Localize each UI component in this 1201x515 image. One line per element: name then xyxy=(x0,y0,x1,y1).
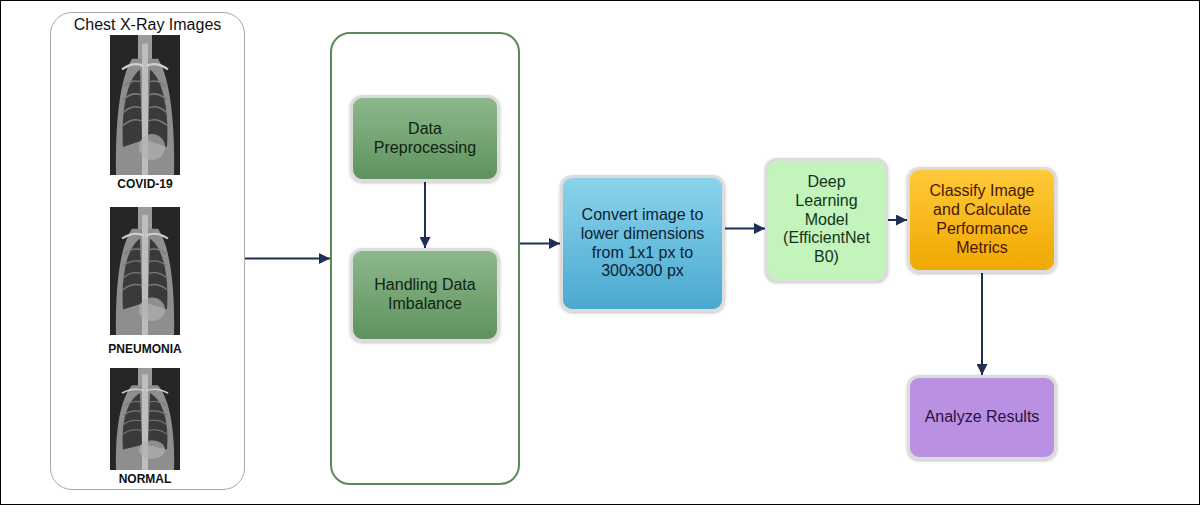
pneumonia-xray xyxy=(110,207,180,335)
flow-arrow xyxy=(888,219,907,221)
flow-arrow xyxy=(725,228,765,230)
image-label: NORMAL xyxy=(119,473,172,487)
normal-xray xyxy=(110,368,180,470)
process-box: Classify Image and Calculate Performance… xyxy=(907,167,1057,273)
image-label: COVID-19 xyxy=(117,178,172,192)
preprocess-group: Data PreprocessingHandling Data Imbalanc… xyxy=(330,32,520,485)
image-label: PNEUMONIA xyxy=(108,343,181,357)
box-label: Handling Data Imbalance xyxy=(361,276,489,314)
panel-title: Chest X-Ray Images xyxy=(74,16,222,35)
model-box: Deep Learning Model (EfficientNet B0) xyxy=(765,158,888,282)
flow-arrow xyxy=(981,273,983,375)
image-panel: Chest X-Ray Images xyxy=(50,12,245,490)
process-box: Handling Data Imbalance xyxy=(350,248,500,342)
result-box: Analyze Results xyxy=(907,375,1057,460)
box-label: Classify Image and Calculate Performance… xyxy=(918,182,1046,258)
flow-arrow xyxy=(245,258,330,260)
box-label: Convert image to lower dimensions from 1… xyxy=(571,206,714,282)
box-label: Data Preprocessing xyxy=(361,120,489,158)
flow-arrow xyxy=(424,182,426,248)
frame xyxy=(1,1,1200,505)
flow-arrow xyxy=(520,243,560,245)
process-box: Convert image to lower dimensions from 1… xyxy=(560,175,725,312)
box-label: Analyze Results xyxy=(925,408,1040,427)
box-label: Deep Learning Model (EfficientNet B0) xyxy=(776,173,877,267)
process-box: Data Preprocessing xyxy=(350,95,500,182)
covid-xray xyxy=(110,35,180,175)
